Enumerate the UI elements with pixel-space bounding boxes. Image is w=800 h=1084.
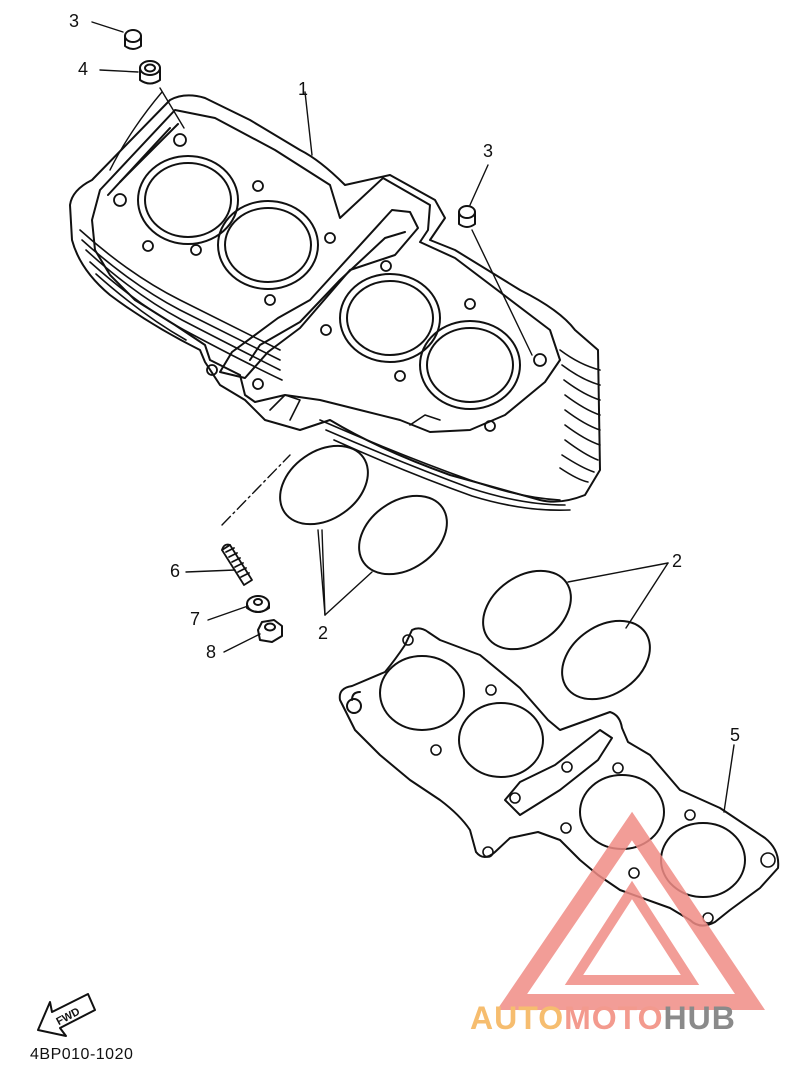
callout-1: 1 [298,79,309,99]
o-ring-upper-left [279,444,369,526]
watermark-text: AUTOMOTOHUB [470,1000,736,1037]
cylinder-bore-4 [419,320,521,410]
cylinder-block [69,94,601,512]
watermark-hub: HUB [663,1000,736,1036]
diagram-code: 4BP010-1020 [30,1046,134,1063]
fwd-arrow-icon [37,993,96,1037]
callout-2-right: 2 [672,551,683,571]
callout-8: 8 [206,642,217,662]
dowel-pin-right [458,205,476,228]
callout-7: 7 [190,609,201,629]
washer [246,595,270,613]
callout-3-right: 3 [483,141,494,161]
cylinder-bore-1 [137,155,239,245]
nut [257,619,283,643]
callout-6: 6 [170,561,181,581]
watermark-moto: MOTO [564,1000,664,1036]
o-ring-upper-right [358,494,448,576]
callout-3-top-left: 3 [69,11,80,31]
block-bolt-holes [113,133,547,432]
watermark-triangle [496,811,765,1010]
o-ring-lower-right [561,619,651,701]
leader-lines [91,21,735,813]
watermark-logo [496,811,765,1010]
dowel-pin-left [124,29,142,50]
watermark-auto: AUTO [470,1000,565,1036]
collar [139,60,161,85]
cylinder-fins [79,229,601,512]
o-ring-lower-left [482,569,572,651]
cylinder-bore-3 [339,273,441,363]
callout-2-left: 2 [318,623,329,643]
cylinder-bore-2 [217,200,319,290]
base-gasket [338,627,780,927]
stud-bolt [221,543,253,586]
callout-5: 5 [730,725,741,745]
callout-4: 4 [78,59,89,79]
